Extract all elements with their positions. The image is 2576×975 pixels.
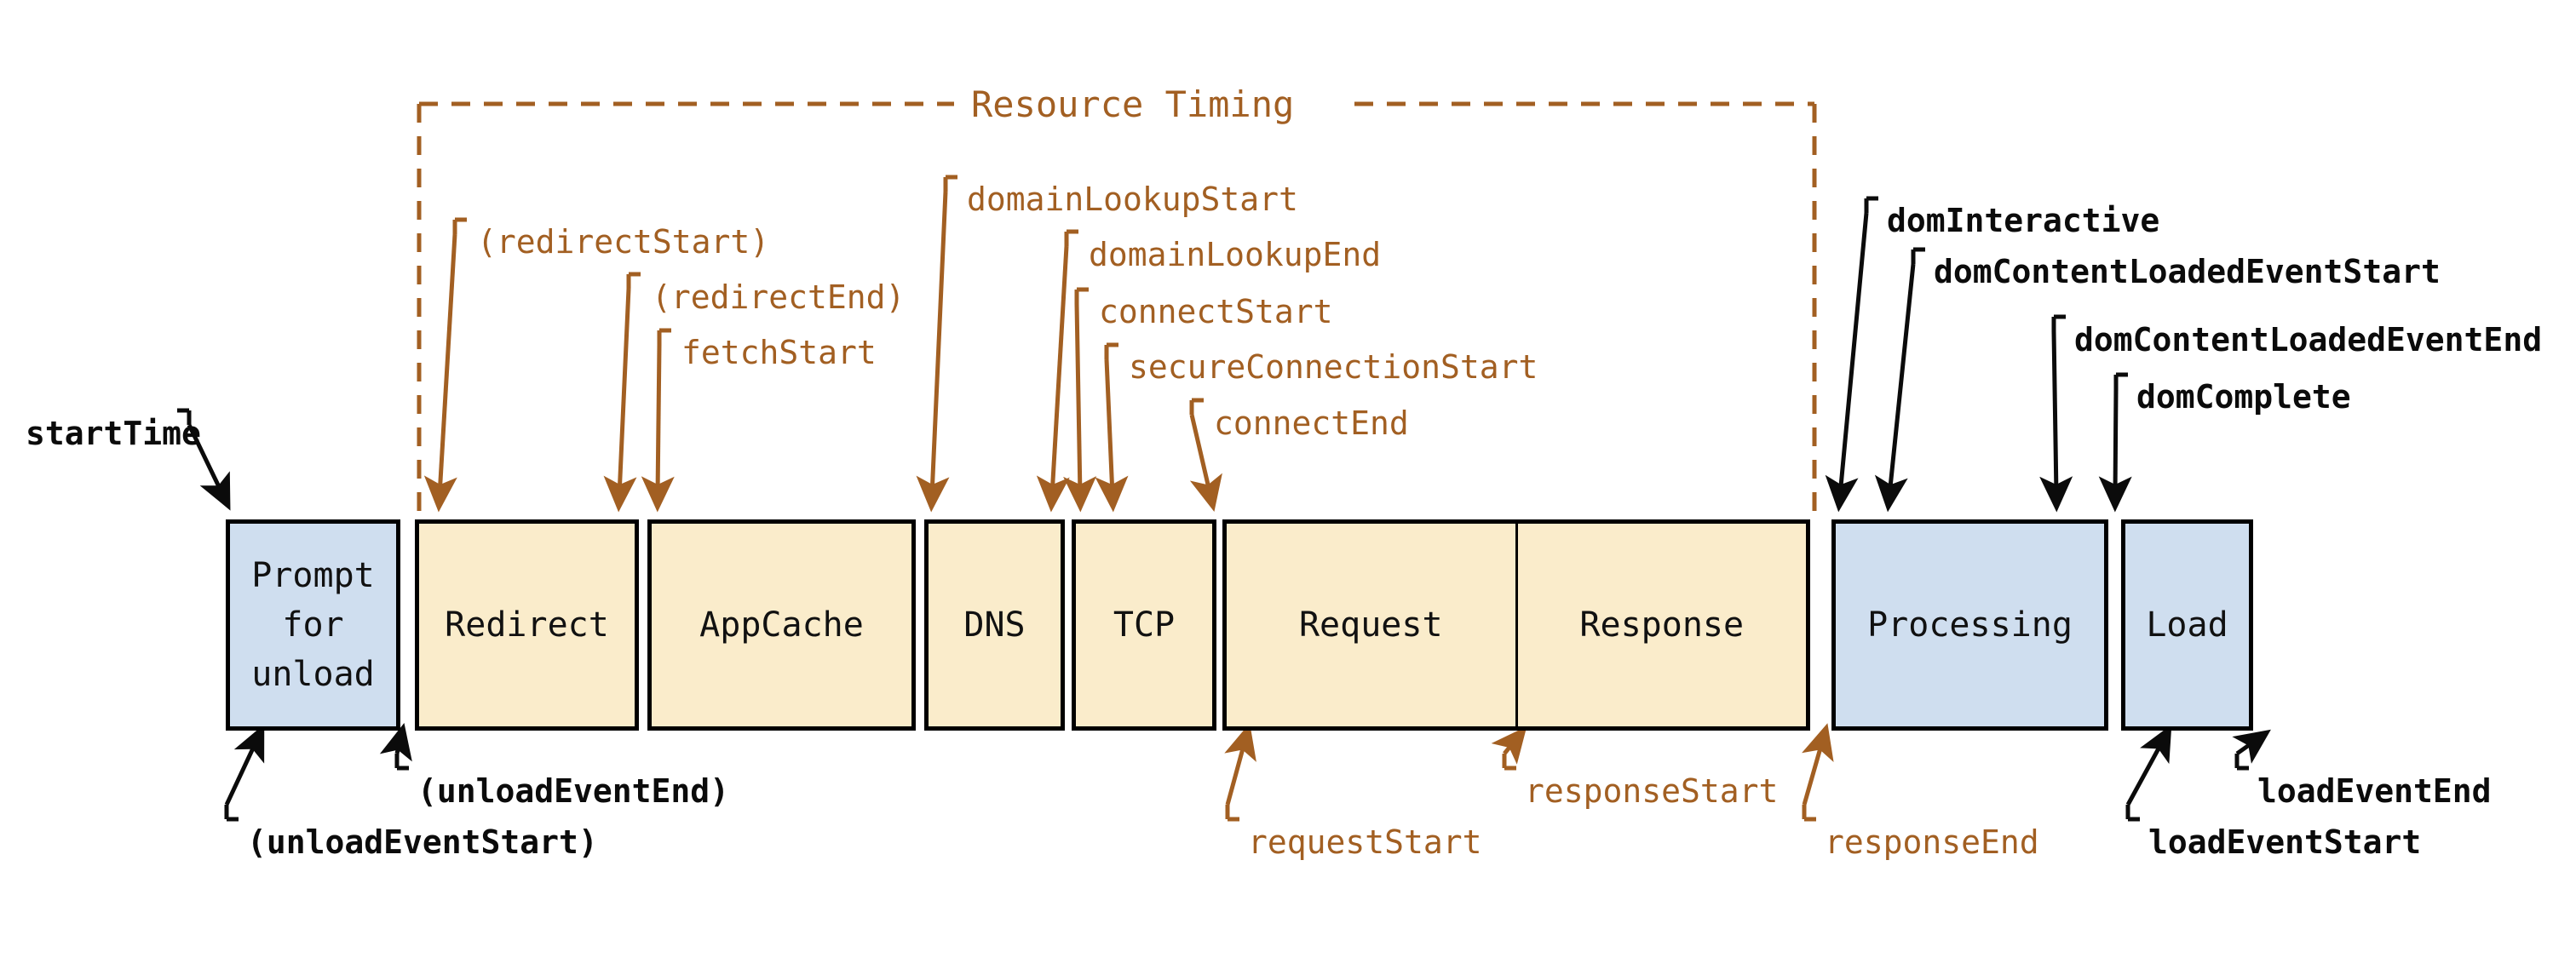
marker-label-response-start: responseStart xyxy=(1525,772,1779,810)
marker-label-request-start: requestStart xyxy=(1248,823,1482,861)
marker-label-response-end: responseEnd xyxy=(1825,823,2039,861)
marker-label-redirect-start: (redirectStart) xyxy=(477,223,770,261)
phase-label-response: Response xyxy=(1579,605,1745,645)
phase-box-appcache[interactable]: AppCache xyxy=(647,519,916,731)
phase-label-prompt-for-unload: Prompt for unload xyxy=(251,556,375,694)
phase-label-dns: DNS xyxy=(963,605,1026,645)
marker-label-load-event-start: loadEventStart xyxy=(2148,823,2422,861)
marker-label-fetch-start: fetchStart xyxy=(681,334,877,371)
marker-label-redirect-end: (redirectEnd) xyxy=(652,278,906,316)
marker-label-unload-event-start: (unloadEventStart) xyxy=(247,823,598,861)
marker-label-dom-content-loaded-event-start: domContentLoadedEventStart xyxy=(1934,253,2441,290)
marker-label-dom-interactive: domInteractive xyxy=(1887,202,2160,239)
phase-label-load: Load xyxy=(2146,605,2228,645)
marker-label-start-time: startTime xyxy=(26,415,201,452)
resource-timing-label: Resource Timing xyxy=(957,83,1308,125)
phase-box-request[interactable]: Request xyxy=(1227,524,1515,726)
phase-box-prompt-for-unload[interactable]: Prompt for unload xyxy=(226,519,400,731)
marker-label-dom-content-loaded-event-end: domContentLoadedEventEnd xyxy=(2074,321,2543,358)
phase-box-dns[interactable]: DNS xyxy=(924,519,1065,731)
marker-label-domain-lookup-start: domainLookupStart xyxy=(967,181,1298,218)
marker-label-load-event-end: loadEventEnd xyxy=(2257,772,2492,810)
marker-label-unload-event-end: (unloadEventEnd) xyxy=(417,772,730,810)
phase-label-tcp: TCP xyxy=(1113,605,1176,645)
marker-label-secure-connection-start: secureConnectionStart xyxy=(1129,348,1538,386)
phase-label-appcache: AppCache xyxy=(699,605,864,645)
phase-box-load[interactable]: Load xyxy=(2121,519,2253,731)
phase-box-response[interactable]: Response xyxy=(1515,524,1807,726)
marker-label-connect-start: connectStart xyxy=(1099,293,1333,330)
marker-label-domain-lookup-end: domainLookupEnd xyxy=(1089,236,1382,273)
phase-box-processing[interactable]: Processing xyxy=(1831,519,2108,731)
marker-label-connect-end: connectEnd xyxy=(1214,404,1409,442)
phase-label-request: Request xyxy=(1298,605,1443,645)
phase-label-processing: Processing xyxy=(1867,605,2073,645)
phase-box-redirect[interactable]: Redirect xyxy=(415,519,639,731)
phase-box-request-response: Request Response xyxy=(1222,519,1810,731)
phase-box-tcp[interactable]: TCP xyxy=(1072,519,1216,731)
marker-label-dom-complete: domComplete xyxy=(2136,378,2351,416)
phase-label-redirect: Redirect xyxy=(445,605,609,645)
